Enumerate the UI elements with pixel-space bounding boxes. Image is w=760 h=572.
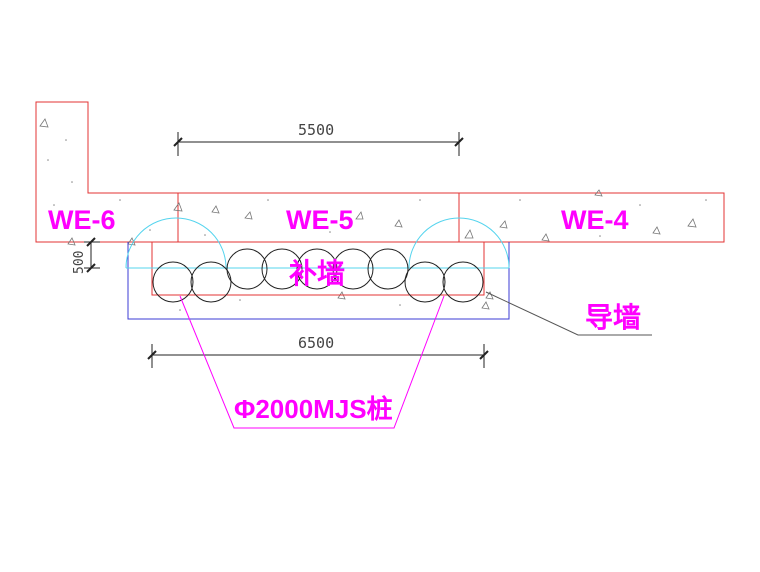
pile-circle [442,261,484,303]
panel-label-we6: WE-6 [48,205,116,235]
arc-right [408,217,510,269]
offset-dimension-label: 500 [72,251,87,274]
panel-label-we4: WE-4 [561,205,629,235]
guide-wall-outline [127,242,510,320]
top-dimension-label: 5500 [298,121,334,139]
patch-wall-label: 补墙 [289,258,345,289]
bottom-dimension-label: 6500 [298,334,334,352]
pile-circle [404,261,446,303]
pile-circle [152,261,194,303]
pile-leader [179,295,445,429]
offset-dimension [84,237,100,273]
pile-circle [261,248,303,290]
top-dimension [173,132,464,156]
guide-wall-leader [485,291,652,336]
pile-circle [367,248,409,290]
bottom-dimension [147,344,489,368]
arc-left [125,217,227,269]
guide-wall [127,242,510,320]
pile-circle [226,248,268,290]
guide-wall-label: 导墙 [585,302,641,333]
concrete-dots [47,139,707,311]
pile-label: Φ2000MJS桩 [234,394,393,424]
mjs-pile-circles [152,248,484,303]
pile-circle [296,248,338,290]
pile-circle [190,261,232,303]
panel-label-we5: WE-5 [286,205,354,235]
mjs-arcs [125,217,510,269]
pile-circle [332,248,374,290]
